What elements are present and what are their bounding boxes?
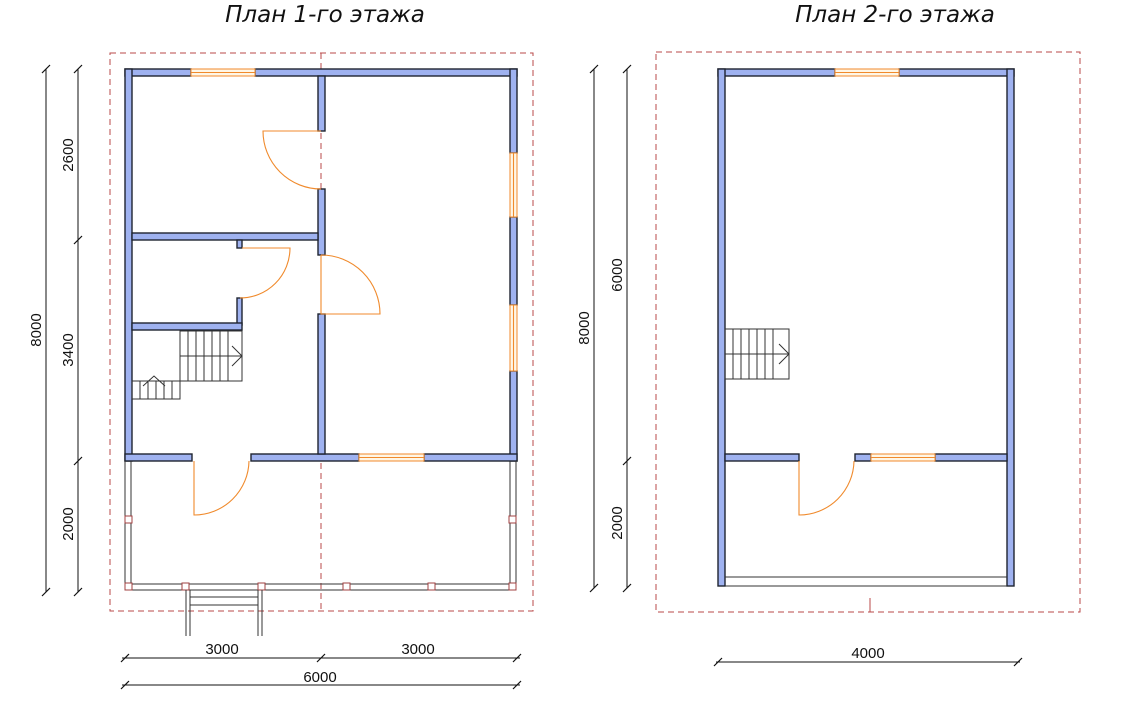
plan-1-vertical-dims: 8000 2600 3400 2000 bbox=[28, 64, 83, 597]
door-bedroom bbox=[262, 130, 322, 190]
dim-6000-2: 6000 bbox=[609, 258, 626, 291]
plan-2-stairs bbox=[724, 328, 790, 380]
plan-1-stairs bbox=[131, 330, 243, 400]
dim-total-height-2: 8000 bbox=[576, 311, 593, 344]
dim-3000-right: 3000 bbox=[401, 641, 434, 658]
window-right-lower bbox=[509, 304, 518, 372]
plan-second-floor: План 2-го этажа bbox=[576, 2, 1081, 667]
plan-1-walls bbox=[124, 68, 518, 462]
plan-2-walls bbox=[717, 68, 1015, 587]
plan-1-title: План 1-го этажа bbox=[225, 2, 425, 28]
window-top bbox=[190, 68, 256, 77]
plan-1-terrace bbox=[124, 461, 517, 636]
dim-total-height: 8000 bbox=[28, 313, 45, 346]
dim-6000: 6000 bbox=[303, 669, 336, 686]
door-entrance bbox=[193, 460, 250, 516]
plan-first-floor: План 1-го этажа bbox=[28, 2, 534, 690]
dim-2600: 2600 bbox=[60, 138, 77, 171]
door-living-room bbox=[320, 254, 381, 315]
plan-1-horizontal-dims: 3000 3000 6000 bbox=[120, 641, 522, 690]
dim-4000: 4000 bbox=[851, 645, 884, 662]
plan-2-boundary bbox=[655, 51, 1081, 613]
dim-3000-left: 3000 bbox=[205, 641, 238, 658]
window-right-upper bbox=[509, 152, 518, 218]
dim-3400: 3400 bbox=[60, 333, 77, 366]
dim-2000-2: 2000 bbox=[609, 506, 626, 539]
door-small-room bbox=[239, 247, 291, 299]
plan-2-horizontal-dims: 4000 bbox=[713, 645, 1023, 667]
window-bottom bbox=[358, 453, 425, 462]
plan-2-door bbox=[798, 460, 855, 516]
plan-2-vertical-dims: 8000 6000 2000 bbox=[576, 64, 632, 593]
plan-1-windows bbox=[190, 68, 518, 462]
plan-1-doors bbox=[193, 130, 381, 516]
plan-2-title: План 2-го этажа bbox=[795, 2, 995, 28]
plan-2-windows bbox=[834, 68, 936, 462]
dim-2000: 2000 bbox=[60, 507, 77, 540]
